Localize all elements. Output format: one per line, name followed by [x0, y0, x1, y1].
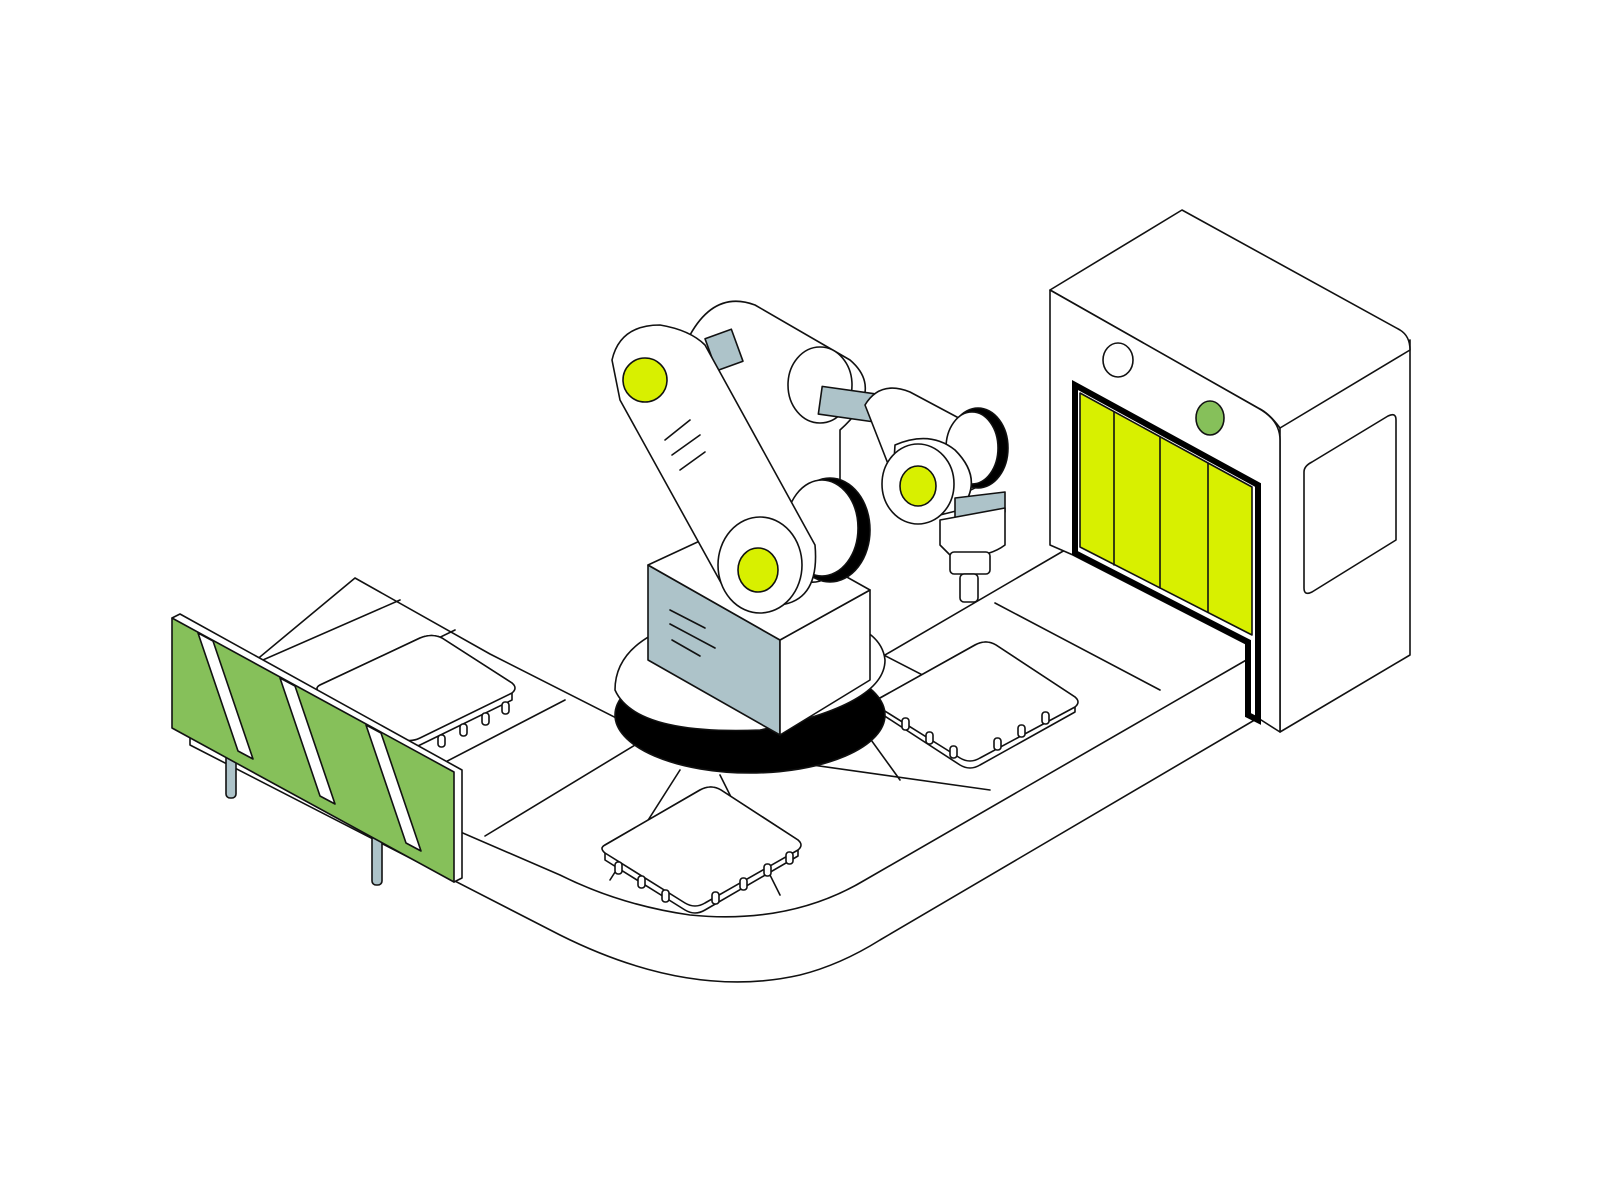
oven-machine	[1049, 209, 1411, 733]
arm-tool-neck	[949, 551, 991, 575]
arm-wrist-joint-icon	[899, 465, 937, 507]
machine-curtain	[1079, 392, 1253, 636]
robotic-arm	[611, 300, 1009, 774]
arm-body-vents	[669, 609, 716, 657]
arm-tool-tip	[959, 573, 979, 603]
arm-tool-body	[939, 507, 1006, 558]
curtain-strips	[1113, 411, 1209, 613]
barrier-stripes	[197, 632, 422, 852]
indicator-light-off-icon	[1102, 342, 1134, 378]
chip-3	[601, 786, 802, 914]
barrier-sign	[171, 613, 463, 886]
chip-2	[876, 641, 1079, 769]
arm-joint-bottom-icon	[737, 547, 779, 593]
indicator-light-on-icon	[1195, 400, 1225, 436]
arm-forearm-marks	[664, 419, 706, 471]
arm-joint-top-icon	[622, 357, 668, 403]
machine-window	[1303, 413, 1397, 595]
